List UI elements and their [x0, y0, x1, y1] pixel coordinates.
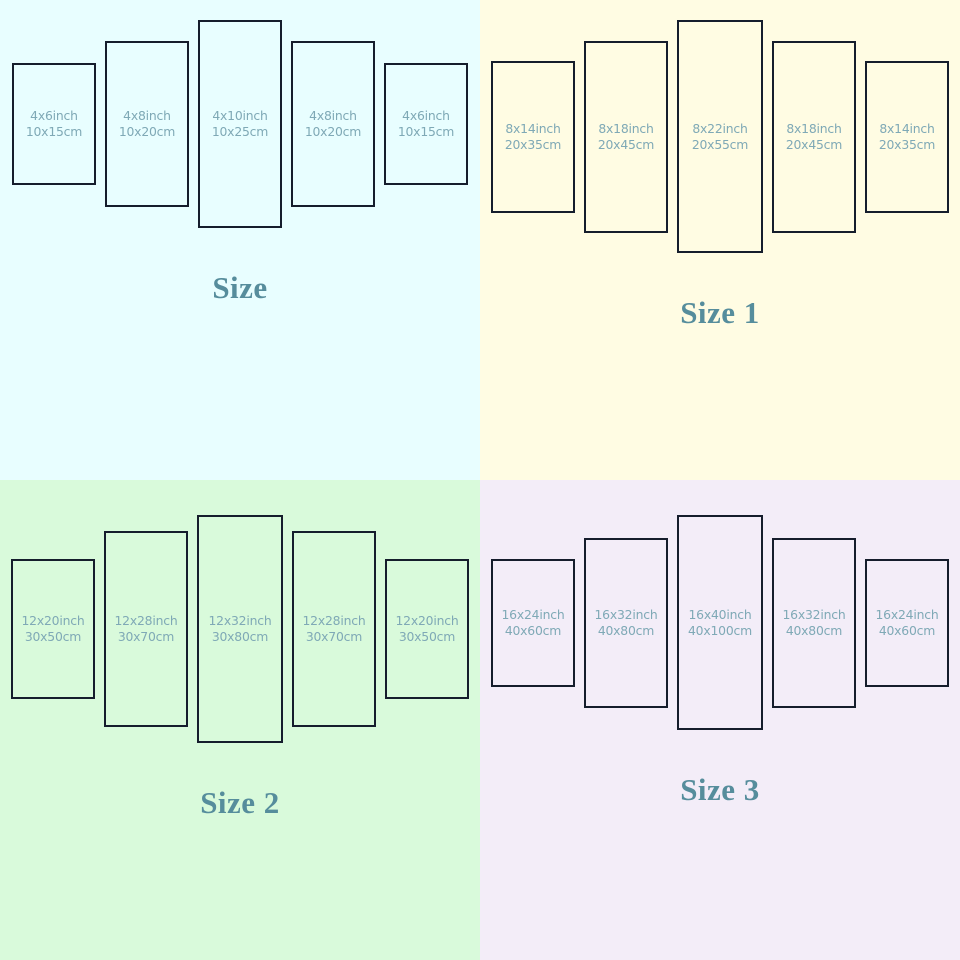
panel-size-inch: 12x20inch: [395, 613, 459, 628]
panel-size-inch: 12x32inch: [208, 613, 272, 628]
panel-size-cm: 20x35cm: [504, 136, 562, 152]
panel-size-inch: 8x22inch: [692, 120, 748, 136]
quadrant-title: Size 3: [680, 772, 760, 807]
panel-size-inch: 12x28inch: [302, 613, 366, 628]
panel-size-cm: 40x100cm: [687, 622, 753, 638]
panel-size-inch: 4x6inch: [30, 108, 78, 123]
panel-size-inch: 12x28inch: [114, 613, 178, 628]
panel-size-cm: 30x70cm: [117, 629, 175, 644]
panel-size-inch: 4x8inch: [309, 108, 357, 123]
panel-size-inch: 8x18inch: [598, 120, 654, 136]
panel-size-inch: 4x6inch: [402, 108, 450, 123]
panel-size-cm: 30x70cm: [305, 629, 363, 644]
panel-size-inch: 16x32inch: [782, 606, 846, 622]
panel-size-inch: 16x32inch: [594, 606, 658, 622]
quadrant-title: Size 2: [200, 785, 280, 820]
panel-size-cm: 20x35cm: [878, 136, 936, 152]
panel-size-cm: 10x15cm: [25, 124, 83, 139]
panel-size-inch: 4x10inch: [212, 108, 268, 123]
panel-size-cm: 30x50cm: [398, 629, 456, 644]
panel-size-cm: 40x60cm: [878, 622, 936, 638]
panel-size-inch: 12x20inch: [21, 613, 85, 628]
panel-size-inch: 8x14inch: [505, 120, 561, 136]
panel-size-cm: 40x80cm: [785, 622, 843, 638]
panel-size-cm: 40x80cm: [597, 622, 655, 638]
panel-size-cm: 40x60cm: [504, 622, 562, 638]
panel-size-inch: 4x8inch: [123, 108, 171, 123]
panel-size-cm: 20x45cm: [785, 136, 843, 152]
panel-size-cm: 30x50cm: [24, 629, 82, 644]
panel-size-inch: 16x24inch: [875, 606, 939, 622]
panel-size-inch: 8x14inch: [879, 120, 935, 136]
panel-size-cm: 30x80cm: [211, 629, 269, 644]
quadrant-title: Size 1: [680, 295, 760, 330]
panel-size-inch: 16x24inch: [501, 606, 565, 622]
panel-size-inch: 16x40inch: [688, 606, 752, 622]
panel-size-cm: 10x20cm: [304, 124, 362, 139]
panel-size-cm: 10x20cm: [118, 124, 176, 139]
quadrant-title: Size: [212, 270, 268, 305]
panel-size-cm: 10x25cm: [211, 124, 269, 139]
panel-size-cm: 20x55cm: [691, 136, 749, 152]
panel-size-cm: 20x45cm: [597, 136, 655, 152]
panel-size-cm: 10x15cm: [397, 124, 455, 139]
panel-size-inch: 8x18inch: [786, 120, 842, 136]
